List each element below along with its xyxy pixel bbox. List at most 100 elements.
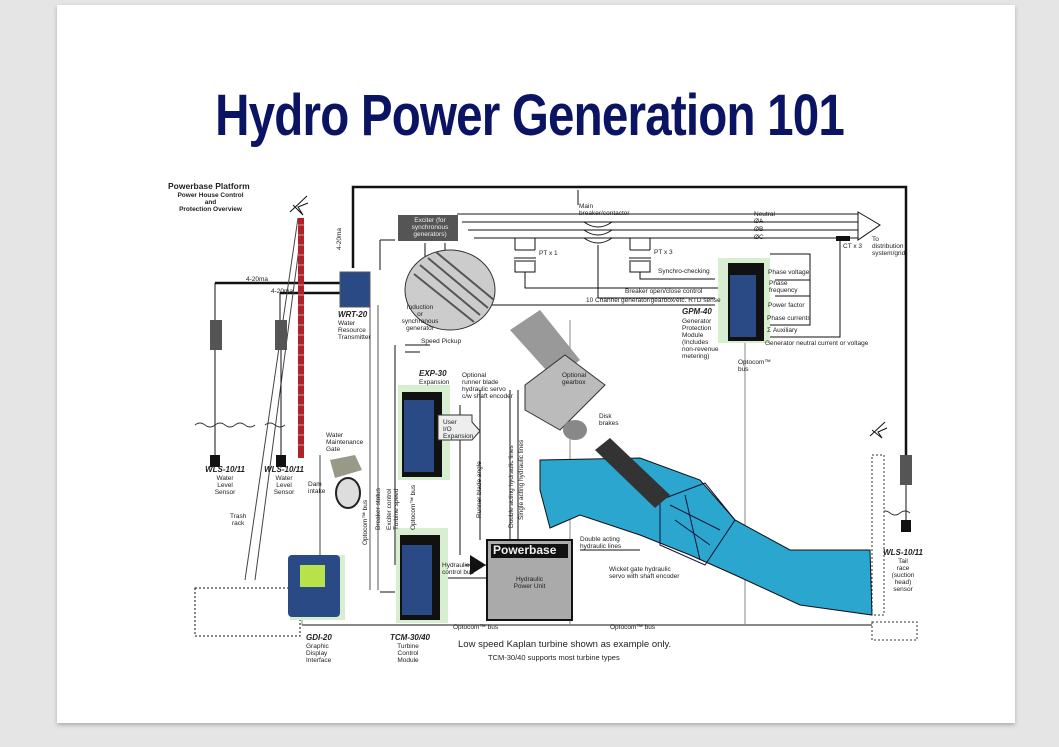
device-panels <box>288 258 770 623</box>
gdi20-name: GDI-20 <box>306 633 332 642</box>
trash-rack-label: Trash <box>230 513 247 520</box>
optocom-label: Optocom™ <box>738 359 771 366</box>
bus-phase-b: ØB <box>754 226 764 233</box>
phase-currents-label: Phase currents <box>767 315 811 322</box>
generator-label: or <box>417 311 423 318</box>
runner-servo-label: runner blade <box>462 379 499 386</box>
breaker-control-label: Breaker open/close control <box>625 288 703 295</box>
footnote-2: TCM-30/40 supports most turbine types <box>488 653 620 662</box>
wls-mid-desc: Water <box>275 475 293 482</box>
wicket-gate-label: Wicket gate hydraulic <box>609 566 671 573</box>
turbine-shaft <box>595 438 670 508</box>
pt1-label: PT x 1 <box>539 250 558 257</box>
user-io-label: I/O <box>443 426 452 433</box>
disk-brakes-label: brakes <box>599 420 619 427</box>
water-channel <box>539 457 873 616</box>
pt3-label: PT x 3 <box>654 249 673 256</box>
ct-icon <box>836 236 850 241</box>
exciter <box>398 215 458 241</box>
vertical-label: Turbine speed <box>393 488 400 530</box>
diagram-subtitle-2: and <box>204 199 217 206</box>
wls-left-name: WLS-10/11 <box>205 465 245 474</box>
speed-pickup-label: Speed Pickup <box>421 338 462 345</box>
phase-voltage-label: Phase voltage <box>768 269 810 276</box>
kaplan-runner <box>659 482 736 566</box>
gdi20-desc: Graphic <box>306 643 329 650</box>
trash-rack-label: rack <box>232 520 245 527</box>
gpm40-name: GPM-40 <box>682 307 712 316</box>
wicket-gate-label: servo with shaft encoder <box>609 573 680 580</box>
phase-frequency-label: Phase <box>769 280 788 287</box>
tcm3040-desc: Control <box>397 650 419 657</box>
optocom-label: bus <box>738 366 749 373</box>
grid-label: system/grid <box>872 250 906 257</box>
exp30-name: EXP-30 <box>419 369 447 378</box>
signal-label: 4-20ma <box>246 276 269 283</box>
ground-block <box>194 587 301 637</box>
wrt20-desc: Resource <box>338 327 366 334</box>
hydraulic-bus-label: control bus <box>442 569 474 576</box>
footnote-1: Low speed Kaplan turbine shown as exampl… <box>458 639 672 650</box>
maintenance-gate-label: Water <box>326 432 344 439</box>
wls-tail-desc: sensor <box>893 586 913 593</box>
optocom-bus-label: Optocom™ bus <box>610 624 656 631</box>
wls-tail-desc: (suction <box>891 572 915 579</box>
dam-intake-label: Dam <box>308 481 322 488</box>
signal-label-vertical: 4-20ma <box>336 227 343 250</box>
maintenance-gate-icon <box>330 455 362 478</box>
double-acting-label: hydraulic lines <box>580 543 622 550</box>
tcm3040-desc: Module <box>397 657 419 664</box>
slide-title: Hydro Power Generation 101 <box>215 83 845 148</box>
runner-servo-label: hydraulic servo <box>462 386 506 393</box>
generator-label: Induction <box>406 304 434 311</box>
exciter-label: synchronous <box>411 224 449 231</box>
antenna-icon <box>289 195 888 439</box>
grid-label: To <box>872 236 879 243</box>
bus-neutral: Neutral <box>754 211 775 218</box>
wls-tail-desc: head) <box>894 579 912 586</box>
wrt20-desc: Water <box>338 320 356 327</box>
disk-brakes-label: Disk <box>599 413 612 420</box>
bus-phase-a: ØA <box>754 218 764 225</box>
main-breaker-label: breaker/contactor <box>579 210 630 217</box>
vertical-label: Runner blade angle <box>476 461 483 518</box>
gpm40-desc: (Includes <box>682 339 709 346</box>
wls-left-desc: Sensor <box>214 489 236 496</box>
signal-label: 4-20ma <box>271 288 294 295</box>
wrt20-name: WRT-20 <box>338 310 368 319</box>
wls-tail-desc: race <box>896 565 910 572</box>
wls-mid-name: WLS-10/11 <box>264 465 304 474</box>
ct3-label: CT x 3 <box>843 243 863 250</box>
brick-wall <box>298 218 304 458</box>
main-breaker-label: Main <box>579 203 594 210</box>
runner-servo-label: c/w shaft encoder <box>462 393 513 400</box>
double-acting-label: Double acting <box>580 536 620 543</box>
vertical-label: Single acting hydraulic lines <box>518 439 525 520</box>
neutral-current-label: Generator neutral current or voltage <box>765 340 869 347</box>
diagram-title: Powerbase Platform <box>168 181 250 191</box>
powerbase-brand: Powerbase <box>493 543 557 557</box>
wls-left-desc: Level <box>217 482 233 489</box>
generator-label: synchronous <box>401 318 439 325</box>
tcm3040-name: TCM-30/40 <box>389 633 430 642</box>
gearbox-label: Optional <box>562 372 587 379</box>
bus-phase-c: ØC <box>754 234 764 241</box>
diagram-subtitle-3: Protection Overview <box>179 206 242 213</box>
runner-servo-label: Optional <box>462 372 487 379</box>
exp30-desc: Expansion <box>419 379 450 386</box>
vertical-label: Double acting hydraulic lines <box>508 445 515 528</box>
wls-left-desc: Water <box>216 475 234 482</box>
tcm3040-desc: Turbine <box>397 643 419 650</box>
grid-label: distribution <box>872 243 904 250</box>
wls-mid-desc: Level <box>276 482 292 489</box>
dam-intake-label: intake <box>308 488 326 495</box>
hpu-label: Power Unit <box>513 583 546 590</box>
wls-tail-desc: Tail <box>898 558 908 565</box>
water-sensor-icons <box>194 320 912 532</box>
maintenance-gate-label: Maintenance <box>326 439 364 446</box>
synchro-label: Synchro-checking <box>658 268 710 275</box>
gpm40-desc: Protection <box>682 325 712 332</box>
wrt20-desc: Transmitter <box>338 334 371 341</box>
wls-mid-desc: Sensor <box>273 489 295 496</box>
gdi20-desc: Interface <box>306 657 332 664</box>
